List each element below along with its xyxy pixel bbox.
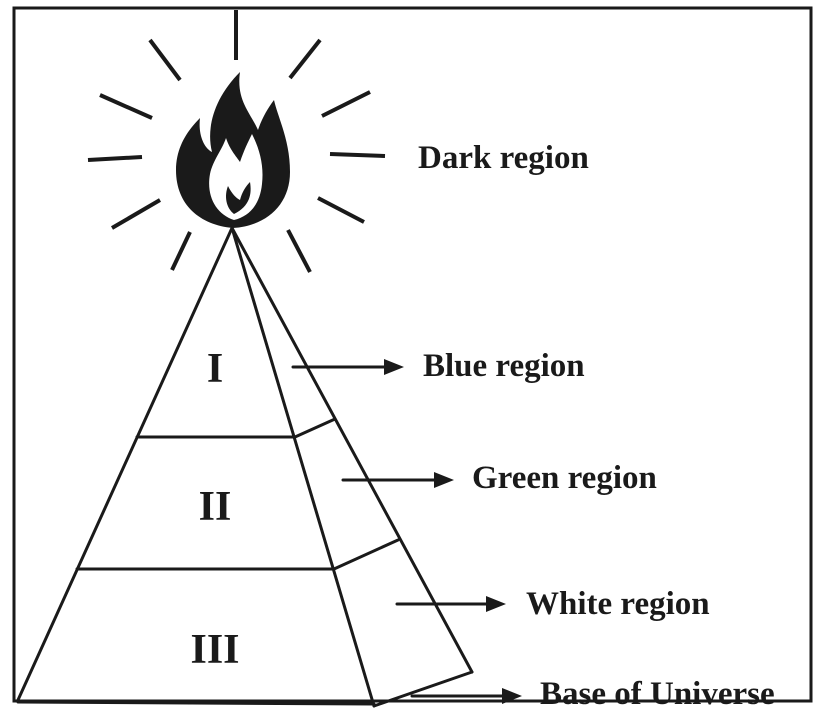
pyramid-base-front xyxy=(16,700,376,706)
pyramid xyxy=(16,226,474,708)
tier-label-three: III xyxy=(190,627,239,673)
tier-divider-lower xyxy=(75,538,400,571)
label-dark-region: Dark region xyxy=(418,140,589,176)
arrow-blue-region xyxy=(291,359,404,375)
pyramid-base-side xyxy=(372,670,474,708)
arrows xyxy=(291,359,522,704)
arrow-green-region xyxy=(341,472,454,488)
arrow-white-region xyxy=(395,596,506,612)
tier-label-two: II xyxy=(199,484,232,530)
pyramid-front-right-edge xyxy=(230,226,376,708)
tier-divider-upper xyxy=(135,417,337,439)
label-white-region: White region xyxy=(526,586,710,622)
pyramid-back-right-edge xyxy=(230,226,474,674)
label-green-region: Green region xyxy=(472,460,657,496)
light-rays xyxy=(87,10,386,273)
pyramid-left-edge xyxy=(16,226,234,702)
label-blue-region: Blue region xyxy=(423,348,585,384)
diagram-frame xyxy=(12,6,813,703)
tier-label-one: I xyxy=(207,346,223,392)
flame-icon xyxy=(176,72,290,228)
label-base-of-universe: Base of Universe xyxy=(540,676,775,708)
arrow-base-of-universe xyxy=(410,688,522,704)
